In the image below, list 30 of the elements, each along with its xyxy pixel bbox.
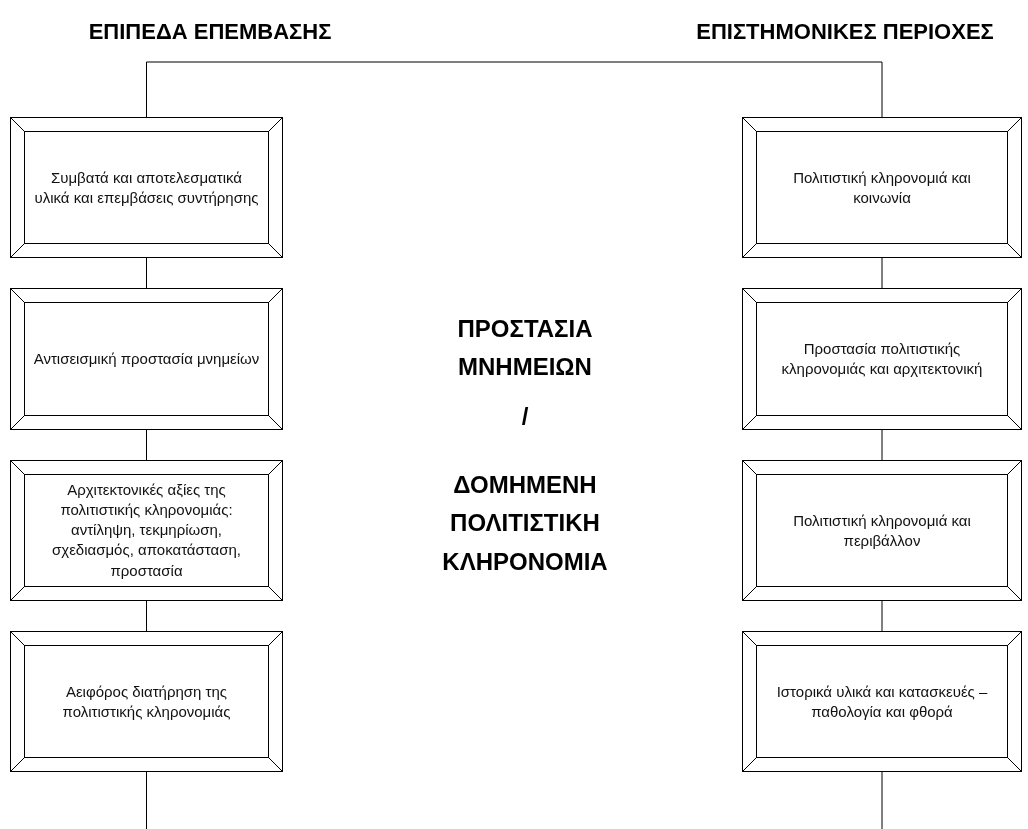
connector-line: [146, 61, 883, 118]
beveled-frame-box: [742, 631, 1022, 772]
connector-line: [146, 257, 147, 289]
beveled-frame-box: [742, 460, 1022, 601]
box-text: Πολιτιστική κληρονομιά και περιβάλλον: [792, 510, 972, 551]
connector-line: [881, 257, 883, 289]
connector-line: [881, 771, 883, 829]
box-text: Προστασία πολιτιστικής κληρονομιάς και αρχιτεκτονική: [780, 338, 984, 379]
beveled-frame-box: [742, 117, 1022, 258]
beveled-frame-box: [10, 288, 283, 430]
connector-line: [146, 429, 147, 461]
column-heading: ΕΠΙΣΤΗΜΟΝΙΚΕΣ ΠΕΡΙΟΧΕΣ: [695, 18, 995, 46]
box-text: Αειφόρος διατήρηση της πολιτιστικής κληρονομιάς: [61, 681, 232, 722]
connector-line: [881, 600, 883, 632]
beveled-frame-box: [10, 117, 283, 258]
box-text: Ιστορικά υλικά και κατασκευές – παθολογία και φθορά: [775, 681, 989, 722]
beveled-frame-box: [742, 288, 1022, 430]
box-text: Πολιτιστική κληρονομιά και κοινωνία: [792, 167, 972, 208]
column-heading: ΕΠΙΠΕΔΑ ΕΠΕΜΒΑΣΗΣ: [87, 18, 333, 46]
beveled-frame-box: [10, 631, 283, 772]
box-text: Συμβατά και αποτελεσματικά υλικά και επεμβάσεις συντήρησης: [33, 167, 260, 208]
beveled-frame-box: [10, 460, 283, 601]
center-title: ΠΡΟΣΤΑΣΙΑ ΜΝΗΜΕΙΩΝ: [456, 314, 594, 383]
center-title: ΔΟΜΗΜΕΝΗ ΠΟΛΙΤΙΣΤΙΚΗ ΚΛΗΡΟΝΟΜΙΑ: [441, 470, 609, 577]
center-title: /: [520, 402, 530, 432]
box-text: Αντισεισμική προστασία μνημείων: [32, 348, 261, 369]
connector-line: [146, 771, 147, 829]
connector-line: [146, 600, 147, 632]
connector-line: [881, 429, 883, 461]
box-text: Αρχιτεκτονικές αξίες της πολιτιστικής κληρονομιάς: αντίληψη, τεκμηρίωση, σχεδιασμός, αποκατάσταση, προστασία: [51, 479, 242, 581]
